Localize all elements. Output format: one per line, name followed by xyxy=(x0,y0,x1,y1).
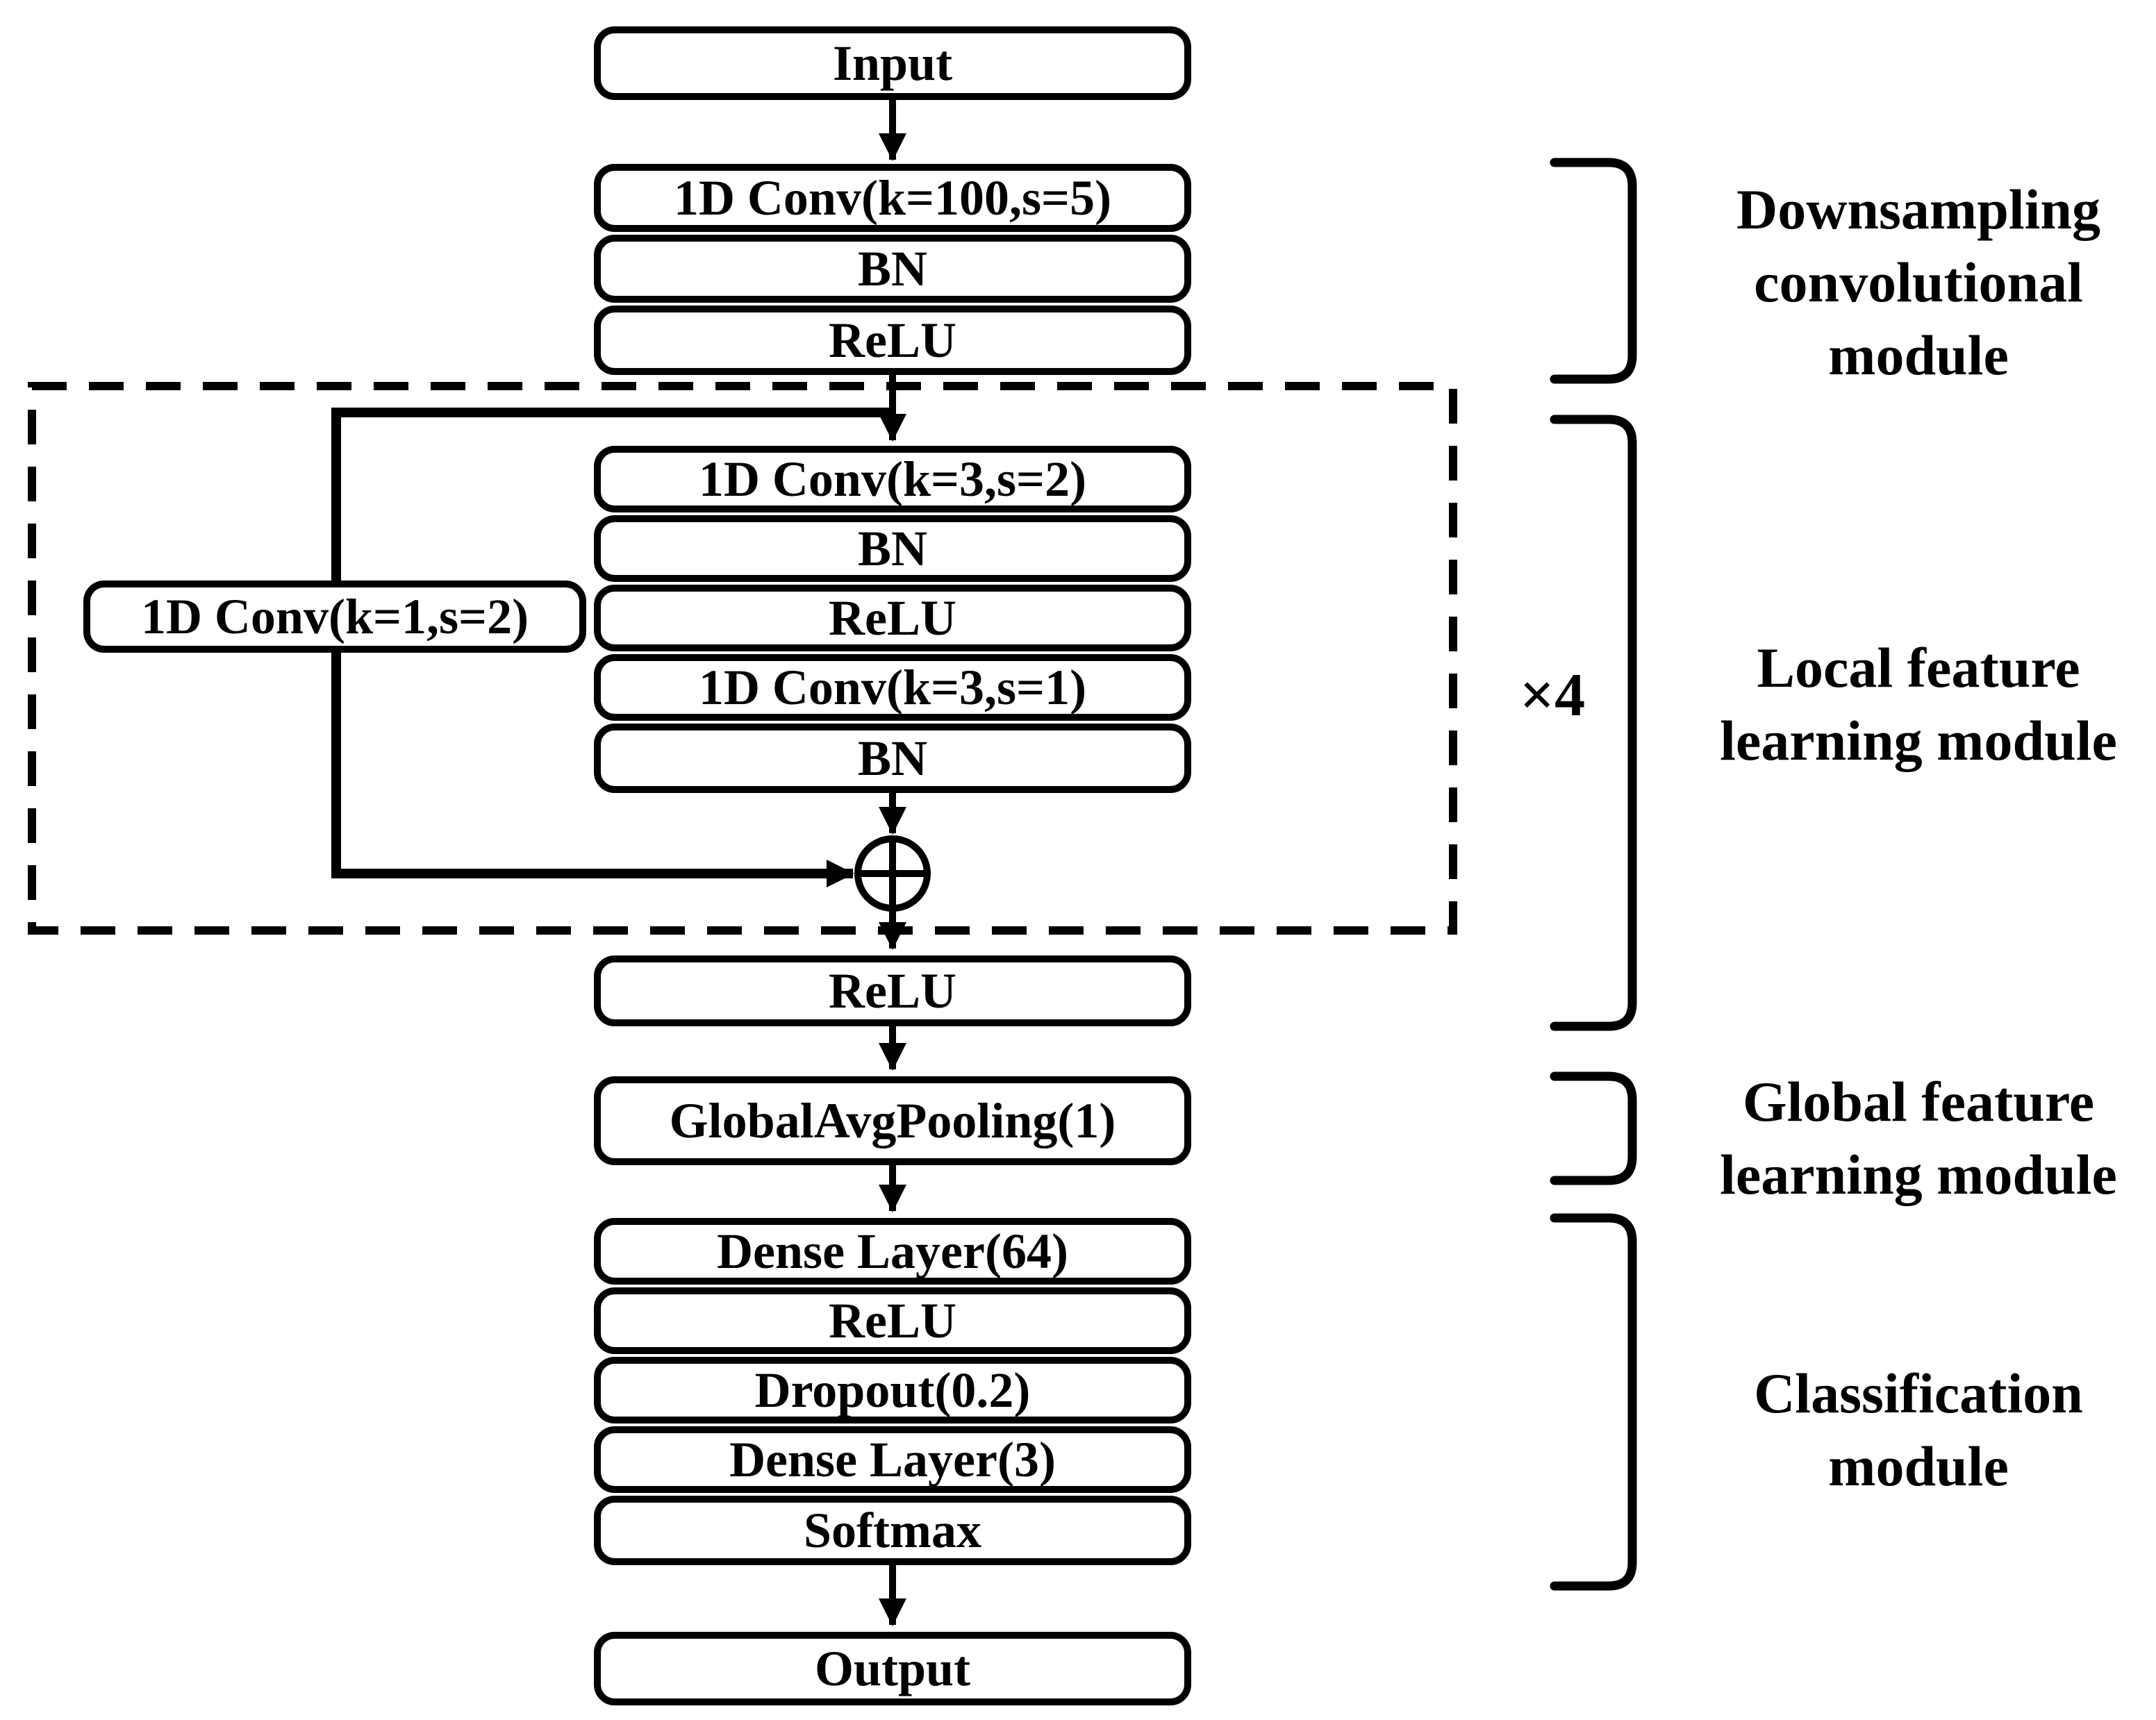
node-bn-3: BN xyxy=(594,724,1191,793)
module-label-local: Local feature learning module xyxy=(1684,632,2153,778)
module-label-line: module xyxy=(1828,323,2009,387)
node-shortcut-conv: 1D Conv(k=1,s=2) xyxy=(83,581,586,653)
bracket-downsampling-module xyxy=(1550,158,1637,384)
module-label-line: Classification xyxy=(1754,1362,2083,1425)
node-relu-classifier: ReLU xyxy=(594,1287,1191,1354)
module-label-classification: Classification module xyxy=(1684,1358,2153,1503)
node-input: Input xyxy=(594,26,1191,100)
module-label-global: Global feature learning module xyxy=(1684,1066,2153,1212)
node-global-avg-pooling: GlobalAvgPooling(1) xyxy=(594,1076,1191,1165)
module-label-downsampling: Downsampling convolutional module xyxy=(1684,174,2153,392)
bracket-classification-module xyxy=(1550,1213,1637,1591)
module-label-line: Local feature xyxy=(1757,636,2080,699)
module-label-line: learning module xyxy=(1720,1142,2117,1206)
repeat-count-label: ×4 xyxy=(1519,662,1586,729)
module-label-line: module xyxy=(1828,1434,2009,1498)
node-dropout: Dropout(0.2) xyxy=(594,1357,1191,1423)
bracket-local-module xyxy=(1550,415,1637,1031)
node-relu-1: ReLU xyxy=(594,306,1191,375)
node-output: Output xyxy=(594,1632,1191,1705)
repeat-region-dashed-box xyxy=(28,382,1457,935)
module-label-line: Downsampling xyxy=(1736,178,2101,241)
node-relu-2: ReLU xyxy=(594,585,1191,651)
node-bn-2: BN xyxy=(594,515,1191,582)
module-label-line: Global feature xyxy=(1742,1070,2095,1133)
bracket-global-module xyxy=(1550,1071,1637,1185)
node-softmax: Softmax xyxy=(594,1496,1191,1565)
node-relu-post: ReLU xyxy=(594,955,1191,1026)
node-bn-1: BN xyxy=(594,235,1191,303)
module-label-line: convolutional xyxy=(1754,250,2083,314)
node-conv-k3-s2: 1D Conv(k=3,s=2) xyxy=(594,446,1191,512)
node-conv-k3-s1: 1D Conv(k=3,s=1) xyxy=(594,654,1191,721)
module-label-line: learning module xyxy=(1720,708,2117,772)
node-dense-3: Dense Layer(3) xyxy=(594,1426,1191,1493)
add-icon xyxy=(854,835,931,912)
node-conv-k100-s5: 1D Conv(k=100,s=5) xyxy=(594,164,1191,232)
node-dense-64: Dense Layer(64) xyxy=(594,1218,1191,1285)
